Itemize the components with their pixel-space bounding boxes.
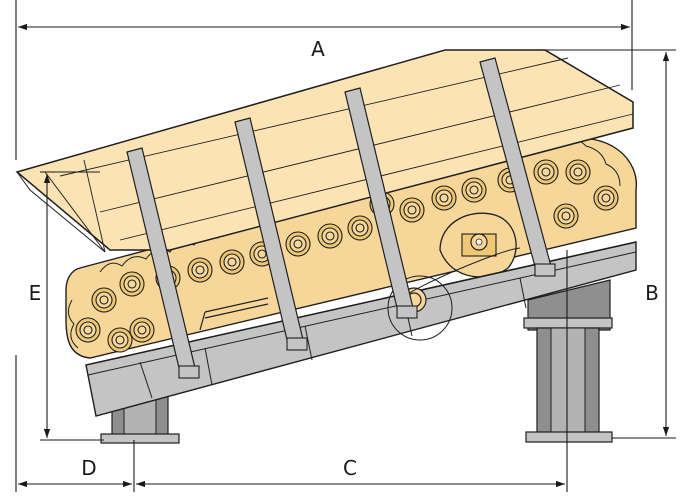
- dimension-label-b: B: [645, 281, 659, 305]
- chain-roller: [317, 223, 343, 249]
- chain-roller: [431, 185, 457, 211]
- chain-roller: [75, 317, 101, 343]
- dimension-label-a: A: [311, 37, 325, 61]
- drive-sprocket: [439, 212, 517, 278]
- dimension-lines: [15, 0, 676, 492]
- chain-roller: [119, 271, 145, 297]
- post-foot-bracket: [178, 365, 200, 379]
- chain-roller: [219, 249, 245, 275]
- chain-roller: [347, 215, 373, 241]
- chain-roller: [187, 257, 213, 283]
- chain-roller: [285, 231, 311, 257]
- chain-roller: [533, 159, 559, 185]
- chain-roller: [129, 317, 155, 343]
- right-support-leg: [523, 279, 613, 443]
- dimension-label-e: E: [29, 281, 42, 305]
- chain-roller: [91, 287, 117, 313]
- chain-roller: [593, 185, 619, 211]
- chain-roller: [565, 159, 591, 185]
- post-foot-bracket: [286, 337, 308, 351]
- chain-roller: [399, 197, 425, 223]
- dimension-label-d: D: [81, 456, 96, 480]
- post-foot-bracket: [534, 263, 556, 277]
- hanger-posts: [126, 57, 556, 379]
- chain-roller: [553, 203, 579, 229]
- dimension-label-c: C: [343, 456, 357, 480]
- chain-roller: [107, 327, 133, 353]
- chain-roller: [461, 177, 487, 203]
- feed-hopper: [15, 49, 634, 253]
- post-foot-bracket: [396, 305, 418, 319]
